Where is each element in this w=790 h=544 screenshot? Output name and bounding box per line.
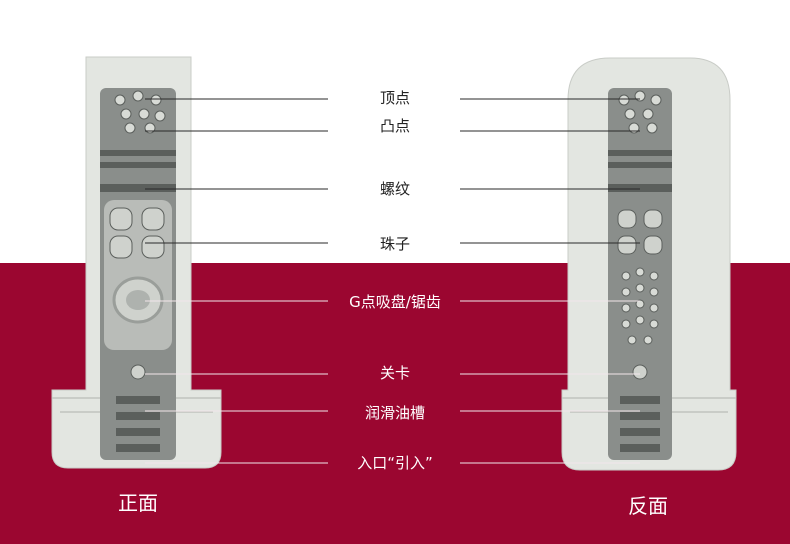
back-serration-dots — [621, 267, 659, 345]
back-threads — [608, 150, 672, 192]
front-threads — [100, 150, 176, 192]
back-lube-grooves — [620, 396, 660, 452]
label-entrance: 入口“引入” — [357, 454, 433, 472]
label-bumps: 凸点 — [379, 117, 410, 135]
label-tip-nubs: 顶点 — [379, 89, 410, 107]
front-beads — [109, 207, 165, 259]
front-lube-grooves — [116, 396, 160, 452]
caption-front: 正面 — [118, 491, 158, 515]
front-view — [51, 56, 222, 469]
label-lube-grooves: 润滑油槽 — [364, 404, 425, 422]
label-threads: 螺纹 — [379, 180, 410, 198]
label-checkpoint: 关卡 — [379, 364, 410, 382]
back-checkpoint — [632, 364, 648, 380]
label-g-spot: G点吸盘/锯齿 — [349, 293, 441, 311]
back-beads — [617, 209, 663, 255]
front-g-spot-core — [126, 290, 150, 310]
label-beads: 珠子 — [379, 235, 410, 253]
caption-back: 反面 — [628, 494, 668, 518]
front-checkpoint — [130, 364, 146, 380]
front-tip-nubs — [114, 90, 166, 134]
leader-lines — [145, 98, 640, 464]
back-view — [561, 57, 737, 471]
